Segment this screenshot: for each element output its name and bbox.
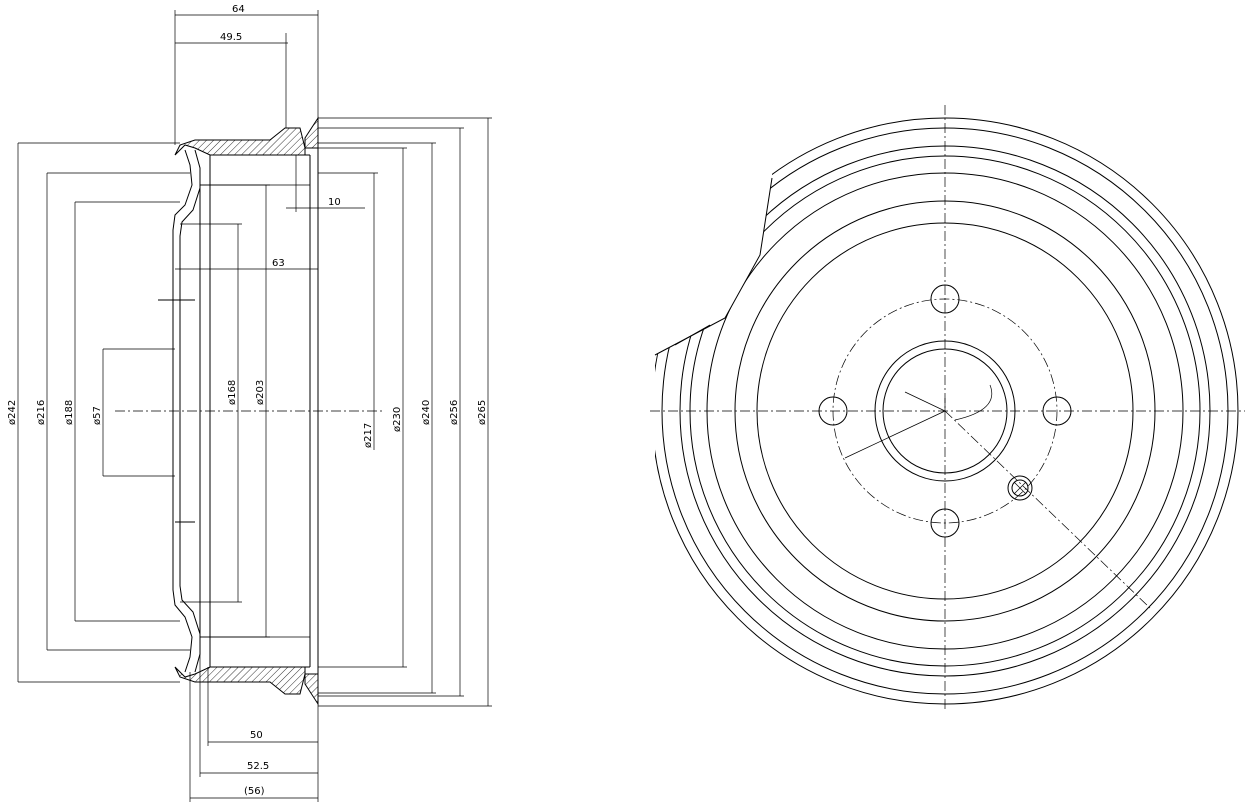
diameter-dims-inner: ø168 ø203 xyxy=(180,184,270,638)
locating-hole-cross-2 xyxy=(1013,481,1027,495)
dim-label-d242: ø242 xyxy=(7,400,18,425)
dim-label-49-5: 49.5 xyxy=(220,32,242,43)
front-view xyxy=(650,105,1245,710)
dim-label-d188: ø188 xyxy=(64,400,75,425)
dim-label-d216: ø216 xyxy=(36,400,47,425)
front-centerline-diag xyxy=(944,410,1151,609)
section-bottom-wall xyxy=(174,666,319,706)
diameter-dims-left: ø242 ø216 ø188 ø57 xyxy=(7,142,190,683)
dim-label-50: 50 xyxy=(250,730,263,741)
dim-label-d240: ø240 xyxy=(421,400,432,425)
dim-label-d217: ø217 xyxy=(363,423,374,448)
dim-label-d230: ø230 xyxy=(392,407,403,432)
dim-label-d203: ø203 xyxy=(255,380,266,405)
dim-label-d57: ø57 xyxy=(92,406,103,425)
diameter-dims-right: ø217 ø230 ø240 ø256 ø265 xyxy=(318,117,492,707)
dim-label-d168: ø168 xyxy=(227,380,238,405)
section-view: 64 49.5 10 63 50 52.5 (56) ø242 ø216 xyxy=(7,4,492,802)
cutaway-edge-inner xyxy=(674,324,711,346)
cutaway-edge xyxy=(654,177,773,356)
dim-label-56: (56) xyxy=(244,786,265,797)
dim-label-52-5: 52.5 xyxy=(247,761,269,772)
dim-label-64: 64 xyxy=(232,4,245,15)
dim-label-d265: ø265 xyxy=(477,400,488,425)
angle-line-2 xyxy=(904,391,946,412)
angle-arc xyxy=(954,384,993,421)
locating-hole-inner xyxy=(1011,479,1029,497)
angle-line-1 xyxy=(844,410,946,459)
dim-label-10: 10 xyxy=(328,197,341,208)
dim-label-d256: ø256 xyxy=(449,400,460,425)
dim-label-63: 63 xyxy=(272,258,285,269)
locating-hole-outer xyxy=(1007,475,1033,501)
section-top-wall xyxy=(174,116,319,156)
